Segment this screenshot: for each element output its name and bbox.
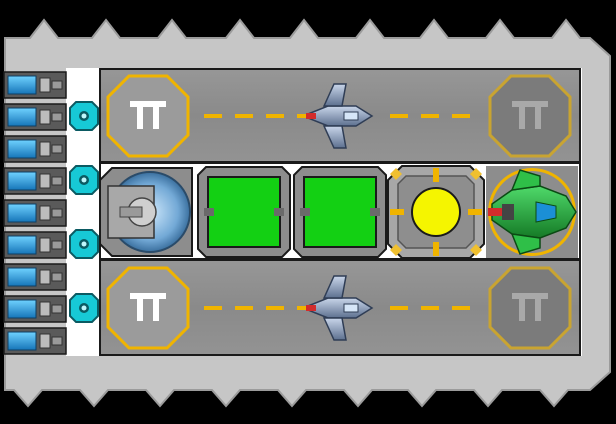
- power-node-icon[interactable]: [69, 293, 99, 323]
- power-conduit-column: [69, 101, 99, 323]
- battery-column: [3, 71, 67, 355]
- launch-pad-icon[interactable]: [106, 74, 190, 158]
- battery-cell-icon[interactable]: [3, 199, 67, 227]
- enemy-gunship-icon[interactable]: [486, 166, 578, 258]
- bottom-hangar-bay[interactable]: [99, 259, 581, 356]
- battery-cell-icon[interactable]: [3, 231, 67, 259]
- battery-cell-icon[interactable]: [3, 103, 67, 131]
- launch-pad-icon[interactable]: [488, 266, 572, 350]
- fighter-ship-icon[interactable]: [306, 83, 374, 149]
- top-hangar-bay[interactable]: [99, 68, 581, 163]
- cargo-module-icon[interactable]: [293, 166, 387, 258]
- power-node-icon[interactable]: [69, 165, 99, 195]
- battery-cell-icon[interactable]: [3, 295, 67, 323]
- power-node-icon[interactable]: [69, 229, 99, 259]
- launch-pad-icon[interactable]: [106, 266, 190, 350]
- middle-module-bay[interactable]: [99, 162, 581, 260]
- battery-cell-icon[interactable]: [3, 71, 67, 99]
- launch-pad-icon[interactable]: [488, 74, 572, 158]
- battery-cell-icon[interactable]: [3, 167, 67, 195]
- fighter-ship-icon[interactable]: [306, 275, 374, 341]
- battery-cell-icon[interactable]: [3, 135, 67, 163]
- reactor-core-icon[interactable]: [387, 165, 485, 259]
- cargo-module-icon[interactable]: [197, 166, 291, 258]
- power-node-icon[interactable]: [69, 101, 99, 131]
- battery-cell-icon[interactable]: [3, 327, 67, 355]
- shield-dome-icon[interactable]: [99, 167, 193, 257]
- battery-cell-icon[interactable]: [3, 263, 67, 291]
